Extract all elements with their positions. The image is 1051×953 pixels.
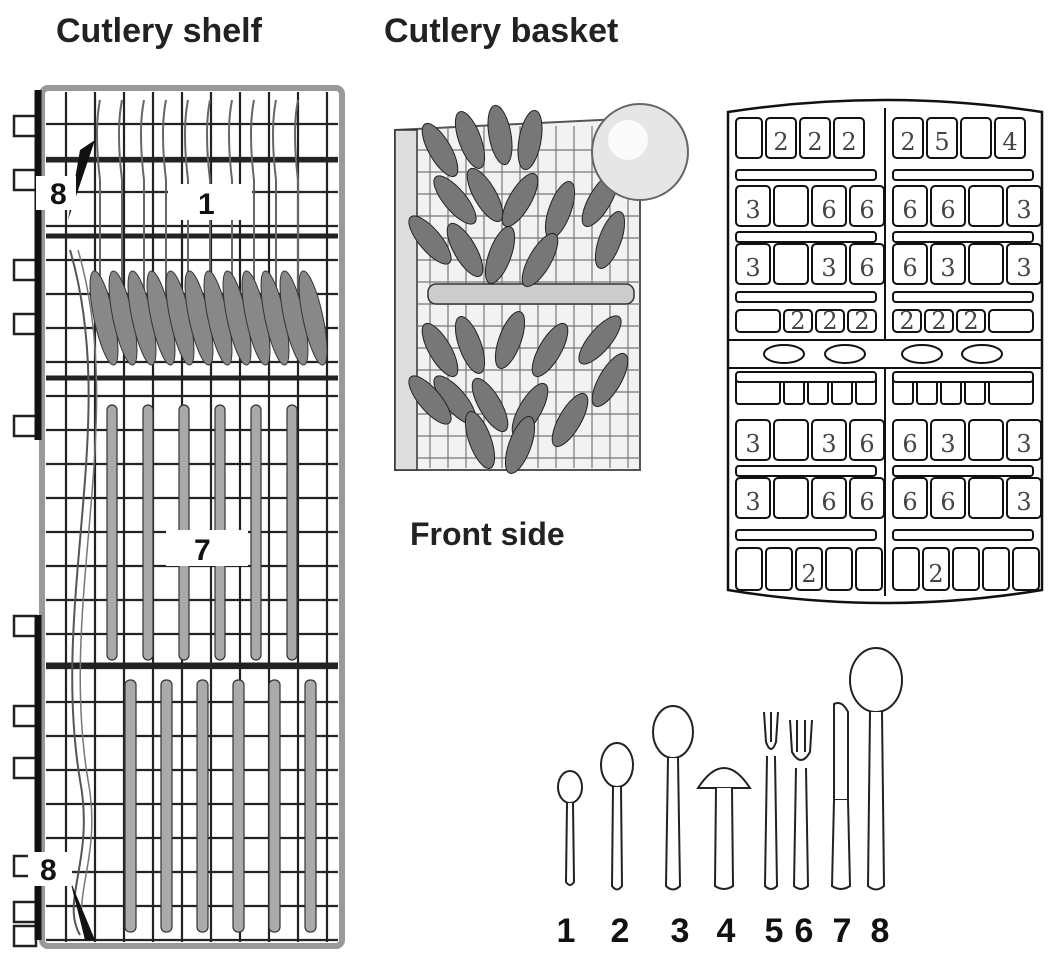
cutlery-shelf: 8 1 7 8 bbox=[12, 85, 345, 949]
basket-slot-number: 3 bbox=[940, 254, 955, 282]
utensil-6-icon bbox=[789, 719, 813, 890]
basket-slot-number: 2 bbox=[963, 307, 978, 335]
basket-slot-number: 3 bbox=[745, 488, 760, 516]
utensil-5-icon bbox=[763, 711, 779, 890]
basket-slot-number: 2 bbox=[931, 307, 946, 335]
utensil-3-icon bbox=[652, 705, 694, 891]
basket-slot-number: 2 bbox=[807, 128, 822, 156]
basket-slot-number: 6 bbox=[859, 196, 874, 224]
basket-slot-number: 2 bbox=[854, 307, 869, 335]
basket-slot-number: 3 bbox=[745, 196, 760, 224]
basket-slot-number: 2 bbox=[900, 128, 915, 156]
basket-slot-number: 2 bbox=[822, 307, 837, 335]
shelf-label-8-bottom: 8 bbox=[40, 854, 57, 887]
basket-slot-number: 3 bbox=[1016, 196, 1031, 224]
basket-slot-number: 3 bbox=[1016, 430, 1031, 458]
basket-slot-number: 6 bbox=[821, 196, 836, 224]
basket-slot-number: 6 bbox=[859, 430, 874, 458]
cutlery-basket-title: Cutlery basket bbox=[384, 12, 619, 50]
legend-number: 3 bbox=[671, 912, 690, 950]
basket-slot-number: 3 bbox=[821, 254, 836, 282]
cutlery-basket-image bbox=[394, 103, 689, 474]
utensil-4-icon bbox=[696, 767, 752, 890]
basket-slot-number: 6 bbox=[902, 196, 917, 224]
basket-slot-number: 3 bbox=[745, 254, 760, 282]
basket-slot-number: 6 bbox=[940, 196, 955, 224]
front-side-title: Front side bbox=[410, 516, 565, 552]
legend-number: 4 bbox=[717, 912, 736, 950]
basket-slot-number: 3 bbox=[1016, 254, 1031, 282]
basket-slot-number: 3 bbox=[1016, 488, 1031, 516]
basket-slot-number: 6 bbox=[821, 488, 836, 516]
basket-slot-number: 3 bbox=[745, 430, 760, 458]
legend-number: 2 bbox=[611, 912, 630, 950]
basket-slot-number: 3 bbox=[821, 430, 836, 458]
legend-number: 6 bbox=[795, 912, 814, 950]
utensil-legend bbox=[557, 647, 903, 891]
basket-slot-number: 2 bbox=[928, 560, 943, 588]
basket-slot-number: 4 bbox=[1002, 128, 1017, 156]
basket-slot-number: 2 bbox=[773, 128, 788, 156]
cutlery-shelf-title: Cutlery shelf bbox=[56, 12, 262, 50]
legend-number: 1 bbox=[557, 912, 576, 950]
legend-number: 5 bbox=[765, 912, 784, 950]
basket-slot-number: 2 bbox=[899, 307, 914, 335]
basket-slot-number: 6 bbox=[859, 254, 874, 282]
basket-slot-number: 3 bbox=[940, 430, 955, 458]
basket-slot-number: 2 bbox=[801, 560, 816, 588]
basket-slot-number: 2 bbox=[841, 128, 856, 156]
utensil-2-icon bbox=[600, 742, 634, 891]
basket-slot-number: 6 bbox=[940, 488, 955, 516]
basket-slot-number: 2 bbox=[790, 307, 805, 335]
utensil-8-icon bbox=[849, 647, 903, 891]
basket-slot-number: 6 bbox=[902, 488, 917, 516]
basket-slot-number: 6 bbox=[902, 430, 917, 458]
legend-number: 8 bbox=[871, 912, 890, 950]
shelf-label-8-top: 8 bbox=[50, 178, 67, 211]
legend-number: 7 bbox=[833, 912, 852, 950]
basket-slot-number: 6 bbox=[859, 488, 874, 516]
shelf-label-1: 1 bbox=[198, 188, 215, 221]
utensil-1-icon bbox=[557, 770, 583, 886]
shelf-label-7: 7 bbox=[194, 534, 211, 567]
utensil-7-icon bbox=[830, 702, 852, 890]
basket-slot-number: 5 bbox=[934, 128, 949, 156]
basket-slot-number: 6 bbox=[902, 254, 917, 282]
